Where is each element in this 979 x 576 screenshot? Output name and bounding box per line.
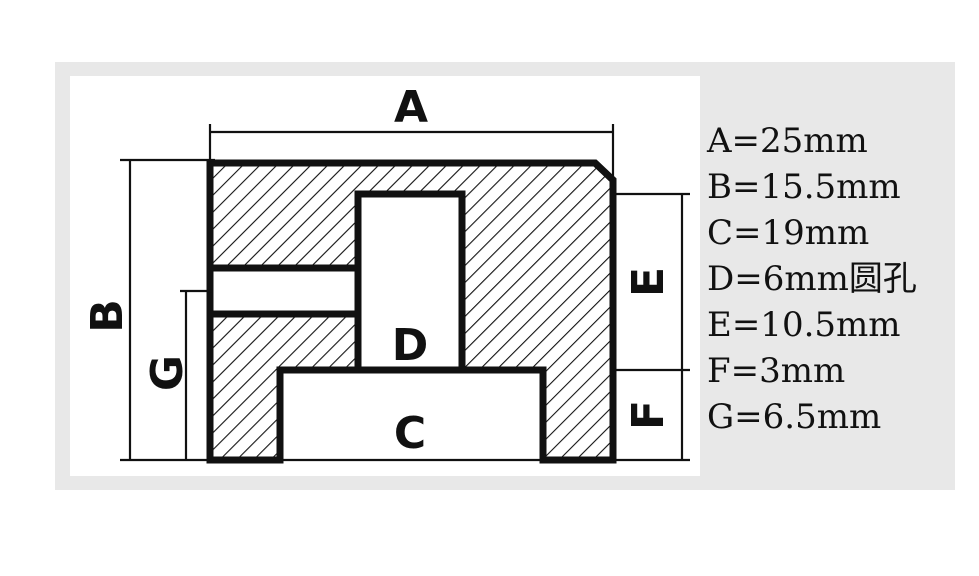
spec-item: F=3mm — [707, 351, 845, 391]
spec-item: D=6mm圆孔 — [707, 259, 917, 299]
dim-label-g: G — [142, 355, 193, 391]
dim-label-c: C — [394, 408, 426, 459]
dim-label-f: F — [623, 400, 674, 430]
spec-item: E=10.5mm — [707, 305, 901, 345]
dim-label-b: B — [82, 299, 133, 333]
spec-item: G=6.5mm — [707, 397, 881, 437]
dimension-lines — [120, 124, 690, 462]
spec-item: B=15.5mm — [707, 167, 901, 207]
dim-label-e: E — [623, 267, 674, 297]
dim-label-a: A — [394, 82, 428, 133]
set-screw-hole — [206, 264, 362, 318]
spec-item: C=19mm — [707, 213, 869, 253]
spec-item: A=25mm — [706, 121, 868, 161]
knob-cross-section — [206, 159, 617, 464]
dim-label-d: D — [392, 320, 429, 371]
spec-list: A=25mm B=15.5mm C=19mm D=6mm圆孔 E=10.5mm … — [706, 121, 917, 437]
